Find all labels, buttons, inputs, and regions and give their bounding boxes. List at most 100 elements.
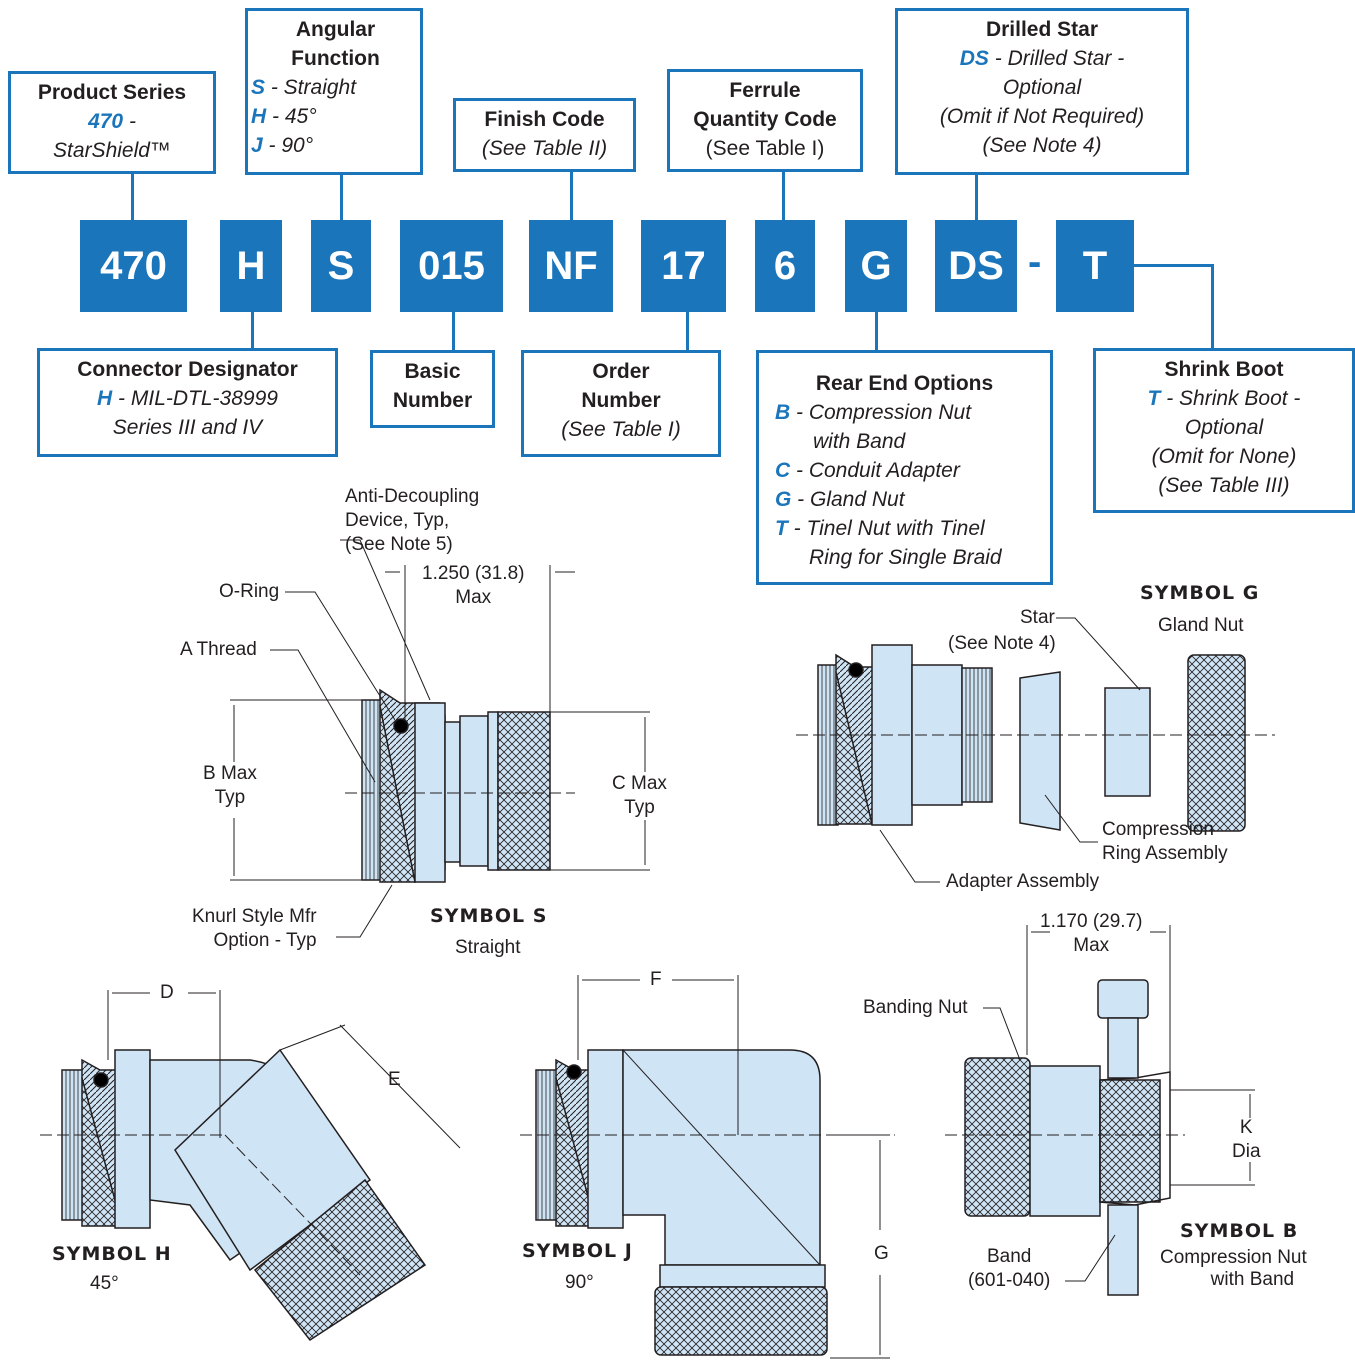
order-number-title-2: Number (581, 389, 661, 412)
rear-end-code: G (775, 488, 792, 511)
label-dim-1250: 1.250 (31.8)Max (422, 563, 525, 608)
symbol-g-sub: Gland Nut (1158, 615, 1244, 636)
symbol-s-sub: Straight (455, 937, 521, 958)
code-angular-function: S (311, 220, 371, 312)
connector-designator-text: - MIL-DTL-38999 (112, 387, 278, 410)
rear-end-code: T (775, 517, 788, 540)
angular-opt-code: S (251, 76, 266, 99)
rear-end-text: - Conduit Adapter (790, 459, 960, 482)
label-adapter-assembly: Adapter Assembly (946, 871, 1100, 892)
label-banding-nut: Banding Nut (863, 997, 968, 1018)
connector-designator-code: H (97, 387, 113, 410)
angular-opt-code: J (251, 134, 263, 157)
shrink-boot-text: - Shrink Boot - (1160, 387, 1301, 410)
rear-end-text: - Gland Nut (791, 488, 905, 511)
code-connector-designator: H (220, 220, 282, 312)
rear-end-code: B (775, 401, 791, 424)
code-order-number: 17 (641, 220, 726, 312)
label-d: D (160, 982, 174, 1003)
angular-opt-code: H (251, 105, 267, 128)
symbol-h-drawing (61, 1048, 427, 1342)
code-rear-end: G (845, 220, 907, 312)
symbol-h-sub: 45° (90, 1273, 119, 1294)
angular-opt-text: - Straight (265, 76, 357, 99)
shrink-boot-line: (Omit for None) (1151, 445, 1297, 468)
code-dash: - (1028, 240, 1042, 284)
label-g: G (874, 1243, 889, 1264)
ferrule-note: (See Table I) (705, 137, 825, 160)
drilled-star-line: (Omit if Not Required) (939, 105, 1145, 128)
ferrule-title-2: Quantity Code (693, 108, 837, 131)
code-shrink-boot: T (1056, 220, 1134, 312)
drilled-star-code: DS (959, 47, 989, 70)
symbol-g-title: SYMBOL G (1140, 582, 1260, 604)
symbol-b-title: SYMBOL B (1180, 1220, 1299, 1242)
code-ferrule-qty: 6 (755, 220, 815, 312)
rear-end-code: C (775, 459, 791, 482)
callout-shrink-boot: Shrink Boot T - Shrink Boot - Optional (… (1093, 348, 1355, 513)
symbol-s-title: SYMBOL S (430, 905, 548, 927)
code-drilled-star: DS (935, 220, 1017, 312)
shrink-boot-title: Shrink Boot (1164, 358, 1284, 381)
connector-designator-title: Connector Designator (77, 358, 298, 381)
drilled-star-line: (See Note 4) (982, 134, 1102, 157)
leader-drilled (975, 172, 978, 220)
leader-basic (452, 312, 455, 352)
callout-angular-function: Angular Function S - Straight H - 45° J … (245, 8, 423, 175)
order-number-title-1: Order (592, 360, 650, 383)
angular-title-1: Angular (295, 18, 376, 41)
symbol-b-drawing (964, 979, 1171, 1296)
callout-basic-number: Basic Number (370, 350, 495, 428)
basic-number-title-1: Basic (404, 360, 461, 383)
connector-designator-line: Series III and IV (112, 416, 263, 439)
symbol-j-sub: 90° (565, 1272, 594, 1293)
product-series-code: 470 (88, 110, 124, 133)
leader-rear (875, 312, 878, 350)
symbol-g-drawing (817, 644, 1246, 832)
angular-title-2: Function (291, 47, 380, 70)
shrink-boot-line: Optional (1184, 416, 1264, 439)
product-series-title: Product Series (37, 81, 187, 104)
leader-product-series (131, 171, 134, 220)
symbol-j-title: SYMBOL J (522, 1240, 633, 1262)
drilled-star-text: - Drilled Star - (988, 47, 1125, 70)
rear-end-text: - Tinel Nut with Tinel (787, 517, 985, 540)
callout-drilled-star: Drilled Star DS - Drilled Star - Optiona… (895, 8, 1189, 175)
leader-shrink-v (1211, 264, 1214, 348)
label-dim-1170: 1.170 (29.7)Max (1040, 911, 1143, 956)
rear-end-text: - Compression Nut (790, 401, 972, 424)
product-series-text: - (123, 110, 136, 133)
callout-ferrule-qty: Ferrule Quantity Code (See Table I) (667, 69, 863, 172)
shrink-boot-line: (See Table III) (1158, 474, 1290, 497)
code-basic-number: 015 (400, 220, 503, 312)
label-band: Band(601-040) (968, 1246, 1051, 1291)
rear-end-text: Ring for Single Braid (809, 546, 1002, 569)
leader-angular (340, 172, 343, 220)
symbol-j-drawing (535, 1049, 828, 1356)
rear-end-title: Rear End Options (815, 372, 994, 395)
callout-rear-end-options: Rear End Options B - Compression Nut wit… (756, 350, 1053, 585)
label-a-thread: A Thread (180, 639, 257, 660)
symbol-h-title: SYMBOL H (52, 1243, 172, 1265)
label-f: F (650, 969, 662, 990)
order-number-note: (See Table I) (561, 418, 681, 441)
product-series-name: StarShield™ (53, 139, 171, 162)
callout-connector-designator: Connector Designator H - MIL-DTL-38999 S… (37, 348, 338, 457)
angular-opt-text: - 45° (266, 105, 317, 128)
label-see-note4: (See Note 4) (948, 633, 1056, 654)
leader-finish (570, 169, 573, 220)
angular-opt-text: - 90° (262, 134, 314, 157)
basic-number-title-2: Number (392, 389, 473, 412)
callout-product-series: Product Series 470 - StarShield™ (8, 71, 216, 174)
finish-code-title: Finish Code (484, 108, 605, 131)
ferrule-title-1: Ferrule (729, 79, 801, 102)
drilled-star-title: Drilled Star (985, 18, 1099, 41)
